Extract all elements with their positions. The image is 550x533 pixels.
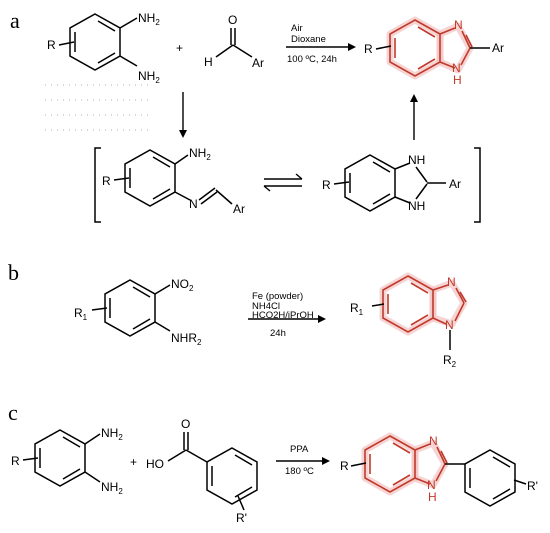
panel-b-nhr2: NHR2 bbox=[171, 331, 202, 347]
panel-c-diamine: R NH2 NH2 bbox=[11, 426, 123, 496]
panel-c-nh2-top: NH2 bbox=[101, 426, 123, 442]
panel-a-equilibrium-arrows bbox=[263, 173, 303, 192]
panel-a-imine-nh2: NH2 bbox=[189, 146, 211, 162]
panel-a-product-n: N bbox=[454, 18, 463, 32]
panel-a-diamine: R NH2 NH2 bbox=[47, 11, 160, 85]
panel-b-condition-2: NH4Cl bbox=[252, 301, 280, 312]
background-dots bbox=[45, 84, 150, 131]
panel-b-label: b bbox=[8, 260, 19, 285]
panel-b-r1: R1 bbox=[74, 306, 88, 322]
panel-a-cyclic-nh-top: NH bbox=[408, 153, 425, 167]
panel-b-nitroaniline: R1 NO2 NHR2 bbox=[74, 277, 202, 347]
panel-b-reaction-arrow: Fe (powder) NH4Cl HCO2H/iPrOH 24h bbox=[248, 291, 326, 339]
panel-b-product-n1: N bbox=[445, 318, 454, 332]
panel-a-r-label: R bbox=[47, 38, 56, 52]
panel-a-nh2-bottom: NH2 bbox=[138, 69, 160, 85]
panel-c-condition-1: PPA bbox=[290, 444, 309, 455]
panel-a-aldehyde-o: O bbox=[228, 13, 237, 27]
panel-c-label: c bbox=[8, 400, 18, 425]
panel-c-condition-2: 180 ºC bbox=[285, 466, 314, 477]
panel-c-r: R bbox=[11, 454, 20, 468]
panel-c-reaction-arrow: PPA 180 ºC bbox=[276, 444, 330, 477]
panel-a-reaction-arrow: Air Dioxane 100 ºC, 24h bbox=[286, 23, 356, 65]
panel-a-nh2-top: NH2 bbox=[138, 11, 160, 27]
panel-c-product-2-aryl-benzimidazole: R N N H R' bbox=[340, 432, 538, 507]
panel-c-acid-ho: HO bbox=[146, 457, 164, 471]
panel-a-imine-r: R bbox=[102, 174, 111, 188]
panel-a-imine-intermediate: R NH2 N Ar bbox=[102, 146, 245, 216]
panel-b-product-r1: R1 bbox=[350, 301, 364, 317]
panel-b-condition-3: HCO2H/iPrOH bbox=[252, 310, 314, 321]
panel-c-product-rprime: R' bbox=[527, 479, 538, 493]
panel-a-cyclic-ar: Ar bbox=[449, 177, 461, 191]
panel-b-product-r2: R2 bbox=[443, 353, 457, 369]
panel-a-cyclic-intermediate: R NH NH Ar bbox=[322, 153, 461, 213]
panel-a-condition-2: Dioxane bbox=[291, 34, 326, 45]
panel-a-product-h: H bbox=[453, 73, 462, 87]
panel-c-product-n-lower: N bbox=[427, 478, 436, 492]
panel-a-cyclic-r: R bbox=[322, 178, 331, 192]
panel-c-nh2-bottom: NH2 bbox=[101, 480, 123, 496]
panel-c-product-r: R bbox=[340, 459, 349, 473]
panel-b-product-benzimidazole: R1 N N R2 bbox=[350, 272, 468, 369]
panel-a-aldehyde-h: H bbox=[204, 55, 213, 69]
panel-c-acid-o: O bbox=[181, 417, 190, 431]
panel-a-aldehyde: O H Ar bbox=[204, 13, 264, 70]
panel-a-product-n-lower: N bbox=[452, 61, 461, 75]
panel-c-product-n: N bbox=[429, 434, 438, 448]
panel-a-product-r: R bbox=[364, 42, 373, 56]
panel-c-acid-rprime: R' bbox=[236, 511, 247, 525]
panel-b-no2: NO2 bbox=[171, 277, 194, 293]
panel-a-plus: + bbox=[176, 41, 183, 55]
panel-a-aldehyde-ar: Ar bbox=[252, 56, 264, 70]
panel-c-product-h: H bbox=[428, 490, 437, 504]
panel-a-imine-ar: Ar bbox=[233, 202, 245, 216]
panel-a-label: a bbox=[10, 8, 20, 33]
panel-a-down-arrow bbox=[179, 92, 187, 138]
panel-c-plus: + bbox=[130, 455, 137, 469]
panel-a-imine-n: N bbox=[189, 197, 198, 211]
panel-a-product-ar: Ar bbox=[492, 41, 504, 55]
panel-a-product-benzimidazole: R N N H Ar bbox=[364, 16, 504, 87]
panel-a-cyclic-nh-bottom: NH bbox=[408, 199, 425, 213]
panel-b-condition-1: Fe (powder) bbox=[252, 291, 303, 302]
panel-a-condition-1: Air bbox=[291, 23, 303, 34]
panel-b-product-n: N bbox=[447, 275, 456, 289]
panel-a-condition-3: 100 ºC, 24h bbox=[287, 54, 337, 65]
panel-a-up-arrow bbox=[410, 94, 418, 140]
panel-c-benzoic-acid: O HO R' bbox=[146, 417, 258, 525]
panel-b-condition-4: 24h bbox=[270, 328, 286, 339]
panel-a-brackets bbox=[94, 147, 481, 223]
